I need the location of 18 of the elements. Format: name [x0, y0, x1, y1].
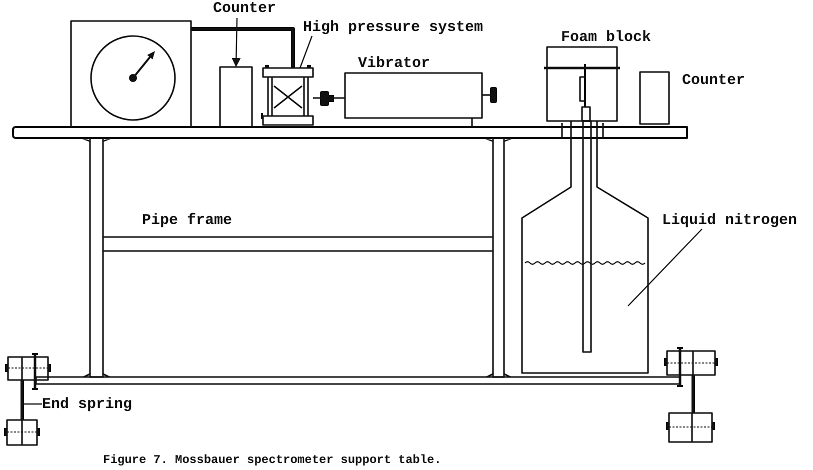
- leader-line: [628, 228, 702, 306]
- spring-rod: [20, 380, 24, 420]
- part-label: High pressure system: [303, 19, 484, 36]
- part-label: End spring: [42, 396, 132, 413]
- part-label: Vibrator: [358, 55, 430, 72]
- part-label: Counter: [682, 72, 746, 89]
- leader-arrow: [232, 18, 241, 68]
- leader-line: [299, 36, 313, 68]
- dial-gauge: [70, 20, 192, 128]
- part-label: Counter: [213, 0, 276, 17]
- pressure-cell: [261, 65, 314, 126]
- part-label: Foam block: [561, 29, 652, 46]
- leader-line: [24, 403, 42, 405]
- part-label: Pipe frame: [142, 212, 232, 229]
- pressure-tube: [191, 27, 295, 68]
- figure-caption: Figure 7. Mossbauer spectrometer support table.: [103, 453, 442, 467]
- counter-box: [219, 66, 253, 128]
- part-label: Liquid nitrogen: [662, 212, 798, 229]
